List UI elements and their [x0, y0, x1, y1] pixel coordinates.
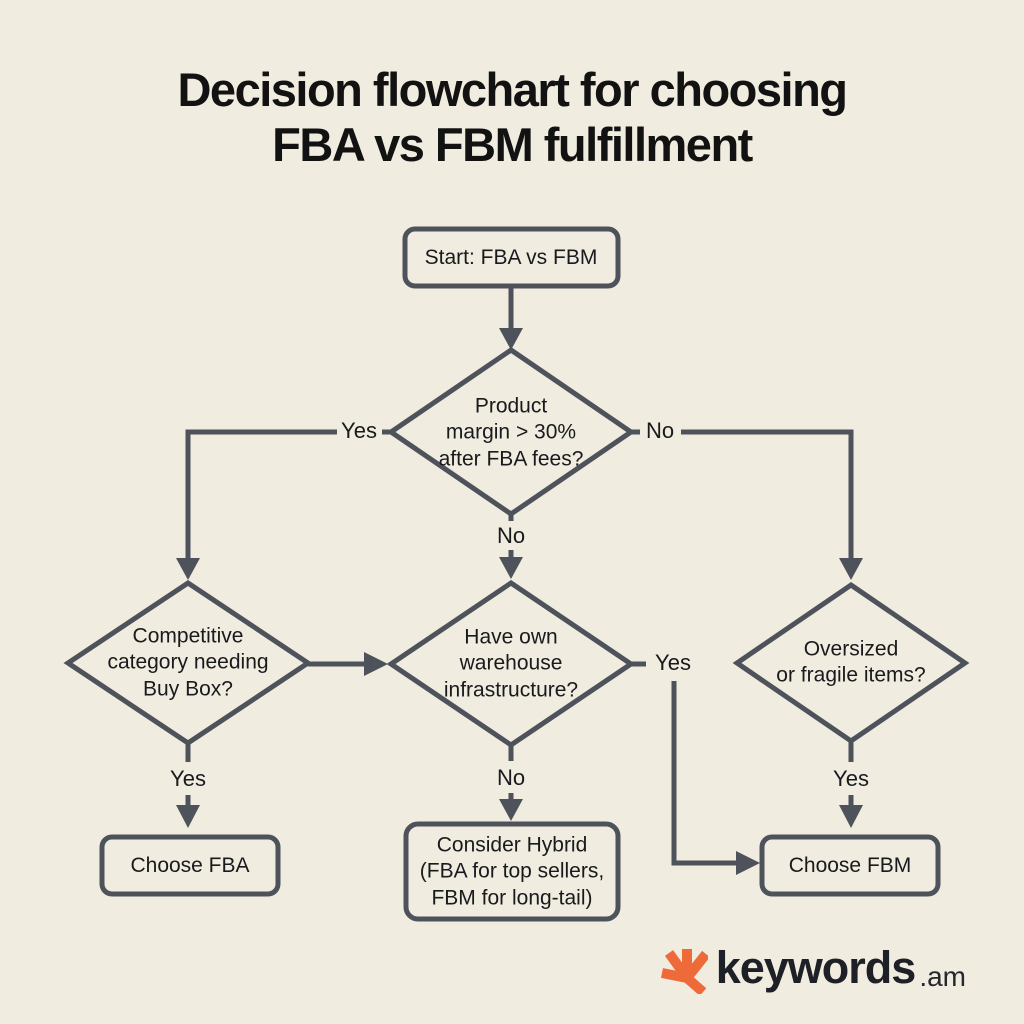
page-title: Decision flowchart for choosing FBA vs F…	[177, 63, 848, 172]
hybrid-node-shape	[403, 821, 621, 922]
arrowhead-competitive-to-warehouse	[364, 652, 388, 676]
edge-label-warehouse-yes: Yes	[655, 650, 691, 675]
brand-logo: keywords .am	[660, 940, 966, 994]
start-node-shape	[402, 226, 621, 289]
oversized-decision-label: Oversized or fragile items?	[776, 637, 926, 687]
arrowhead-margin-no-down	[499, 557, 523, 579]
start-node-label: Start: FBA vs FBM	[424, 245, 598, 269]
edge-label-competitive-yes: Yes	[170, 766, 206, 791]
choose-fbm-node-label: Choose FBM	[788, 853, 912, 877]
margin-decision-shape	[386, 346, 636, 518]
competitive-decision-label: Competitive category needing Buy Box?	[107, 624, 269, 701]
edge-warehouse-yes	[671, 681, 736, 866]
edge-margin-yes	[185, 429, 337, 558]
arrowhead-margin-yes	[176, 558, 200, 580]
edge-label-margin-yes: Yes	[341, 418, 377, 443]
warehouse-decision-label: Have own warehouse infrastructure?	[443, 625, 579, 702]
brand-name: keywords	[715, 941, 917, 993]
hybrid-node-label: Consider Hybrid (FBA for top sellers, FB…	[419, 833, 605, 910]
choose-fbm-node-shape	[759, 834, 941, 897]
edge-label-warehouse-no: No	[496, 765, 526, 790]
choose-fba-node-label: Choose FBA	[130, 853, 250, 877]
edge-label-margin-no-right: No	[645, 418, 675, 443]
oversized-decision-shape	[732, 581, 970, 745]
arrowhead-start-to-margin	[499, 328, 523, 350]
edge-label-margin-no-down: No	[496, 523, 526, 548]
warehouse-decision-shape	[386, 579, 636, 749]
arrowhead-warehouse-no	[499, 799, 523, 821]
margin-decision-label: Product margin > 30% after FBA fees?	[438, 394, 584, 471]
edge-label-oversized-yes: Yes	[833, 766, 869, 791]
arrowhead-competitive-yes	[176, 805, 200, 828]
choose-fba-node-shape	[99, 834, 281, 897]
arrowhead-margin-no-right	[839, 558, 863, 580]
keywords-logo-icon	[660, 949, 708, 994]
brand-tld: .am	[919, 961, 966, 992]
arrowhead-oversized-yes	[839, 805, 863, 828]
edge-margin-no-right	[681, 429, 854, 558]
arrowhead-warehouse-yes	[736, 851, 760, 875]
competitive-decision-shape	[63, 579, 313, 747]
